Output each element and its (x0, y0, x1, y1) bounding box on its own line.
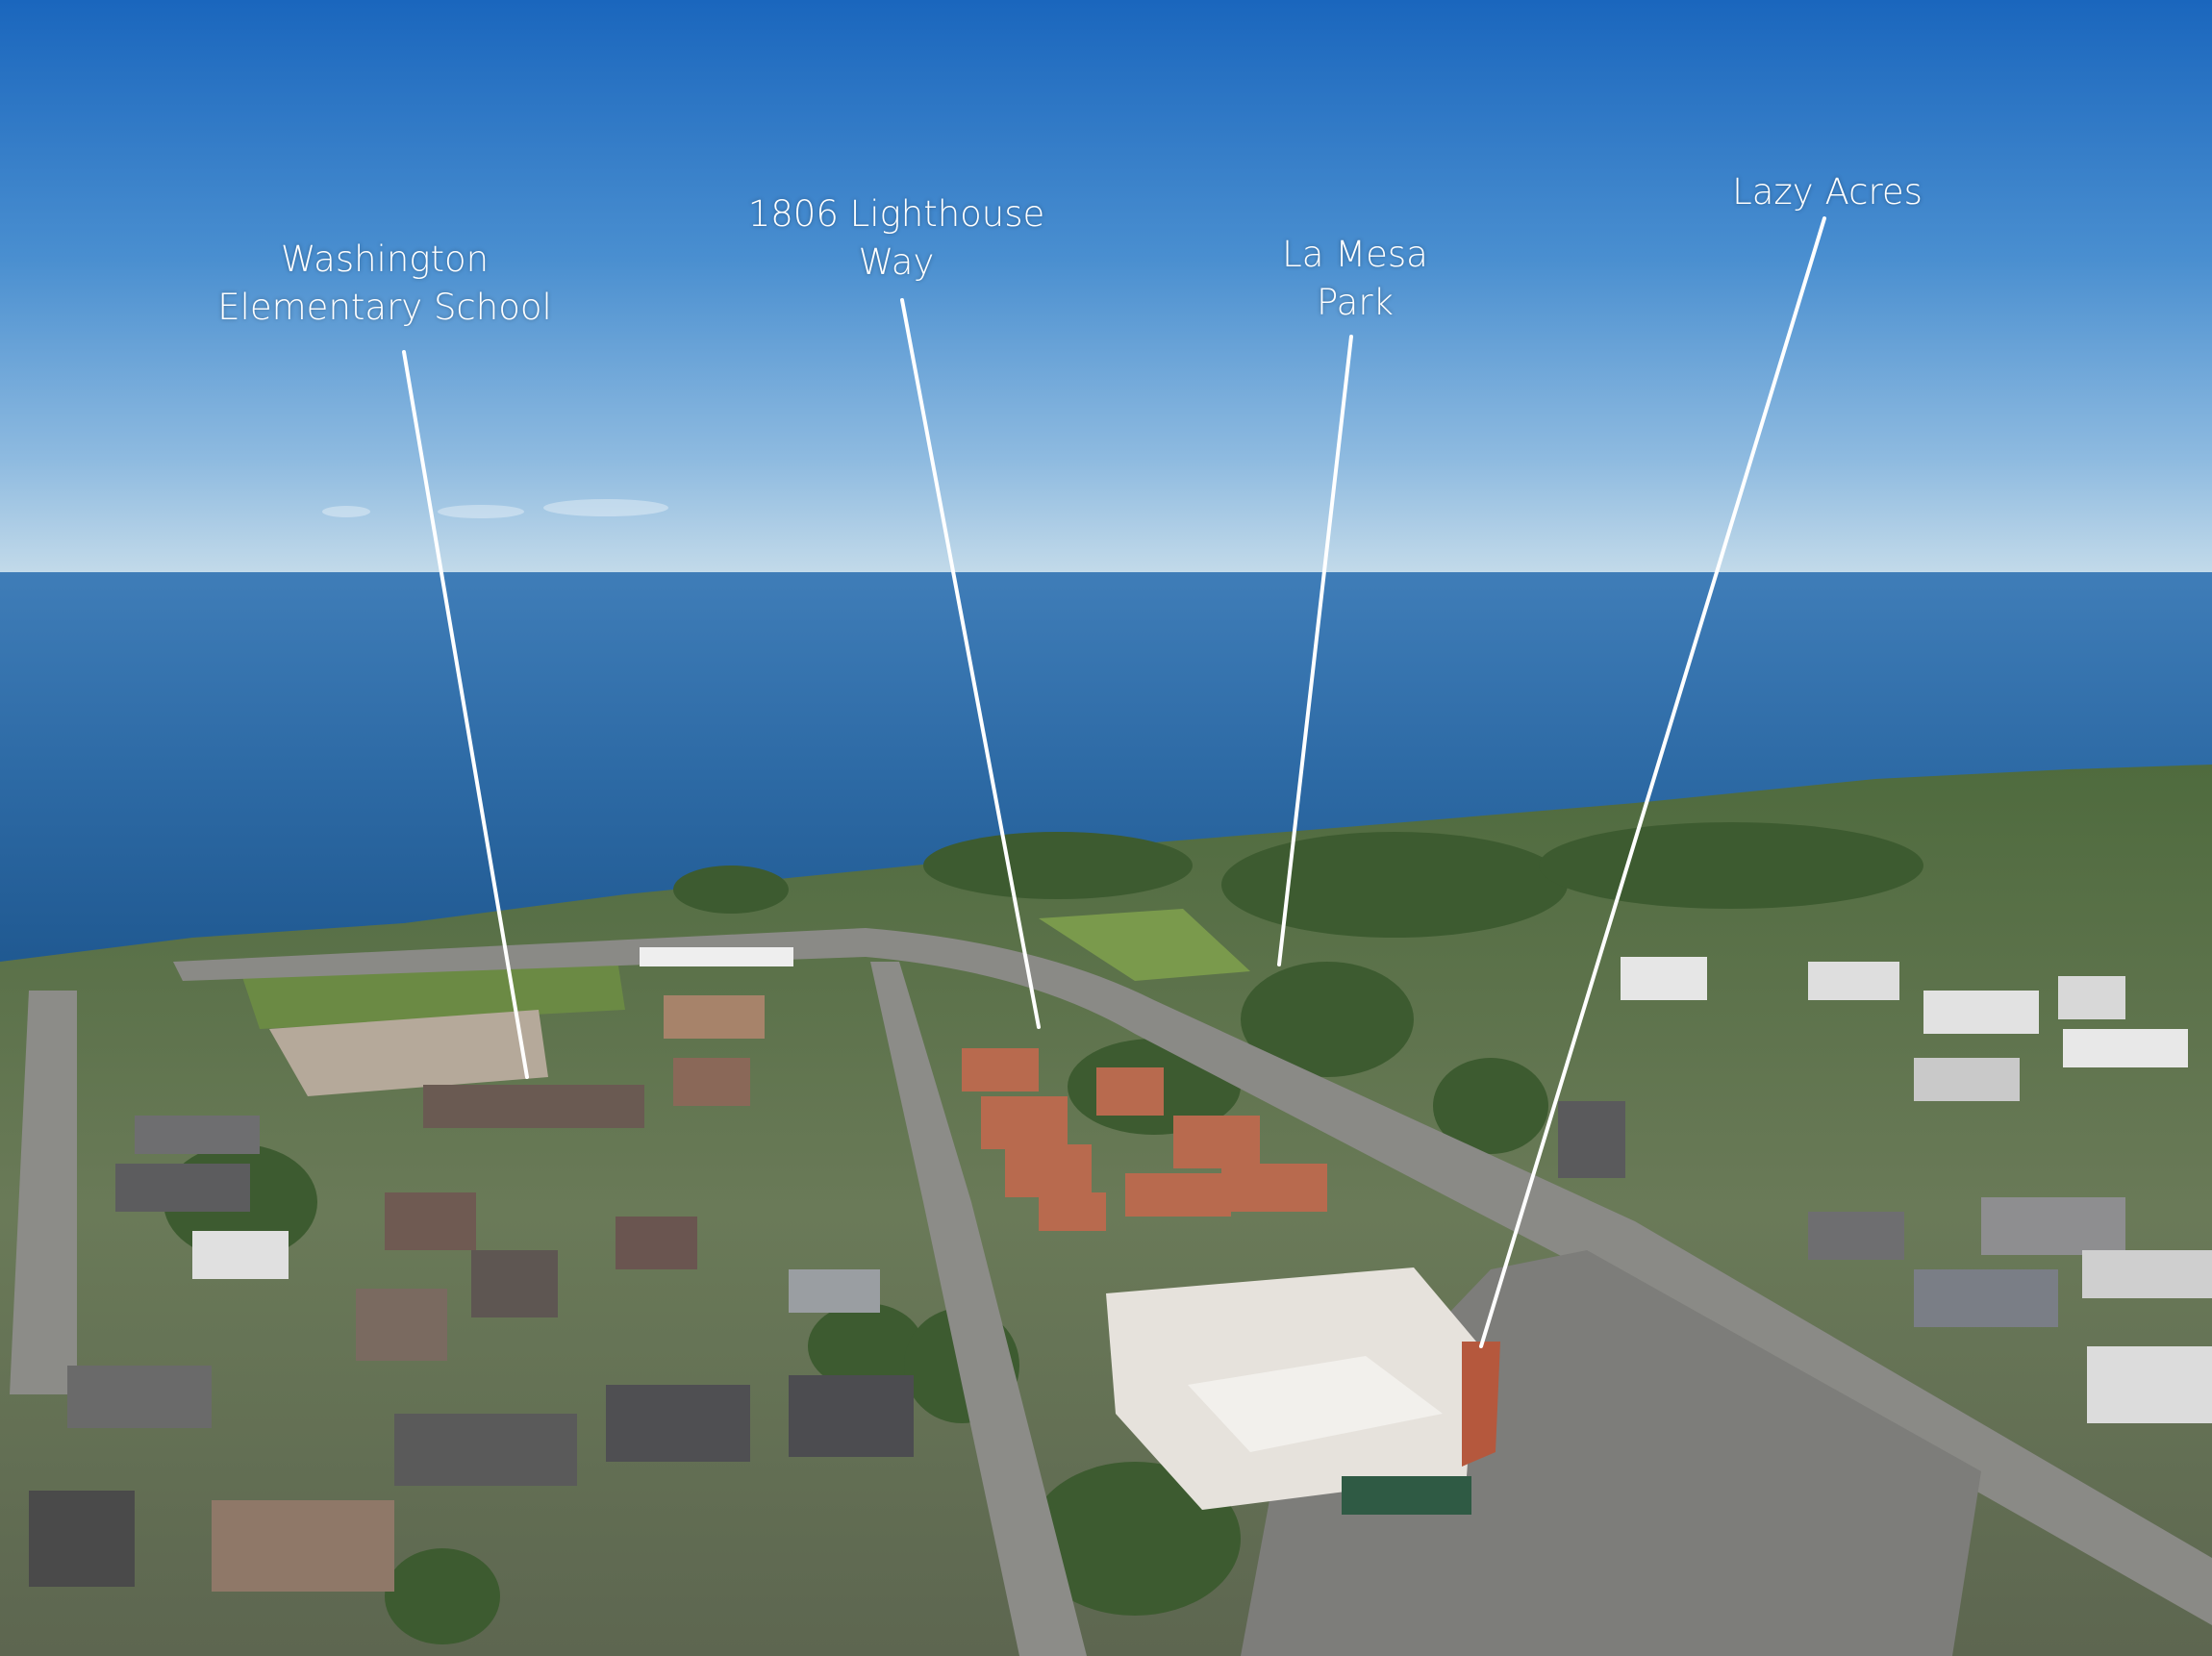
callout-lines (402, 216, 1826, 1348)
houses-right (1558, 957, 2212, 1423)
callout-line-lamesa (1277, 335, 1353, 966)
callout-line-lazyacres (1479, 216, 1826, 1348)
store-building (1106, 1267, 1500, 1515)
park-lawn (1039, 909, 1250, 981)
label-washington-elementary-school: Washington Elementary School (217, 238, 552, 328)
callout-line-lighthouse (900, 298, 1041, 1029)
sky (0, 0, 2212, 577)
condo-complex (962, 1048, 1327, 1231)
left-street (10, 991, 77, 1394)
label-1806-lighthouse-way: 1806 Lighthouse Way (747, 193, 1045, 283)
callout-line-washington (402, 350, 529, 1079)
clouds (322, 499, 668, 518)
side-street (870, 962, 1087, 1656)
label-la-mesa-park: La Mesa Park (1282, 234, 1428, 323)
houses (29, 1116, 914, 1592)
school-yard (269, 1010, 548, 1096)
school-buildings (423, 947, 793, 1128)
label-lazy-acres: Lazy Acres (1732, 171, 1923, 213)
